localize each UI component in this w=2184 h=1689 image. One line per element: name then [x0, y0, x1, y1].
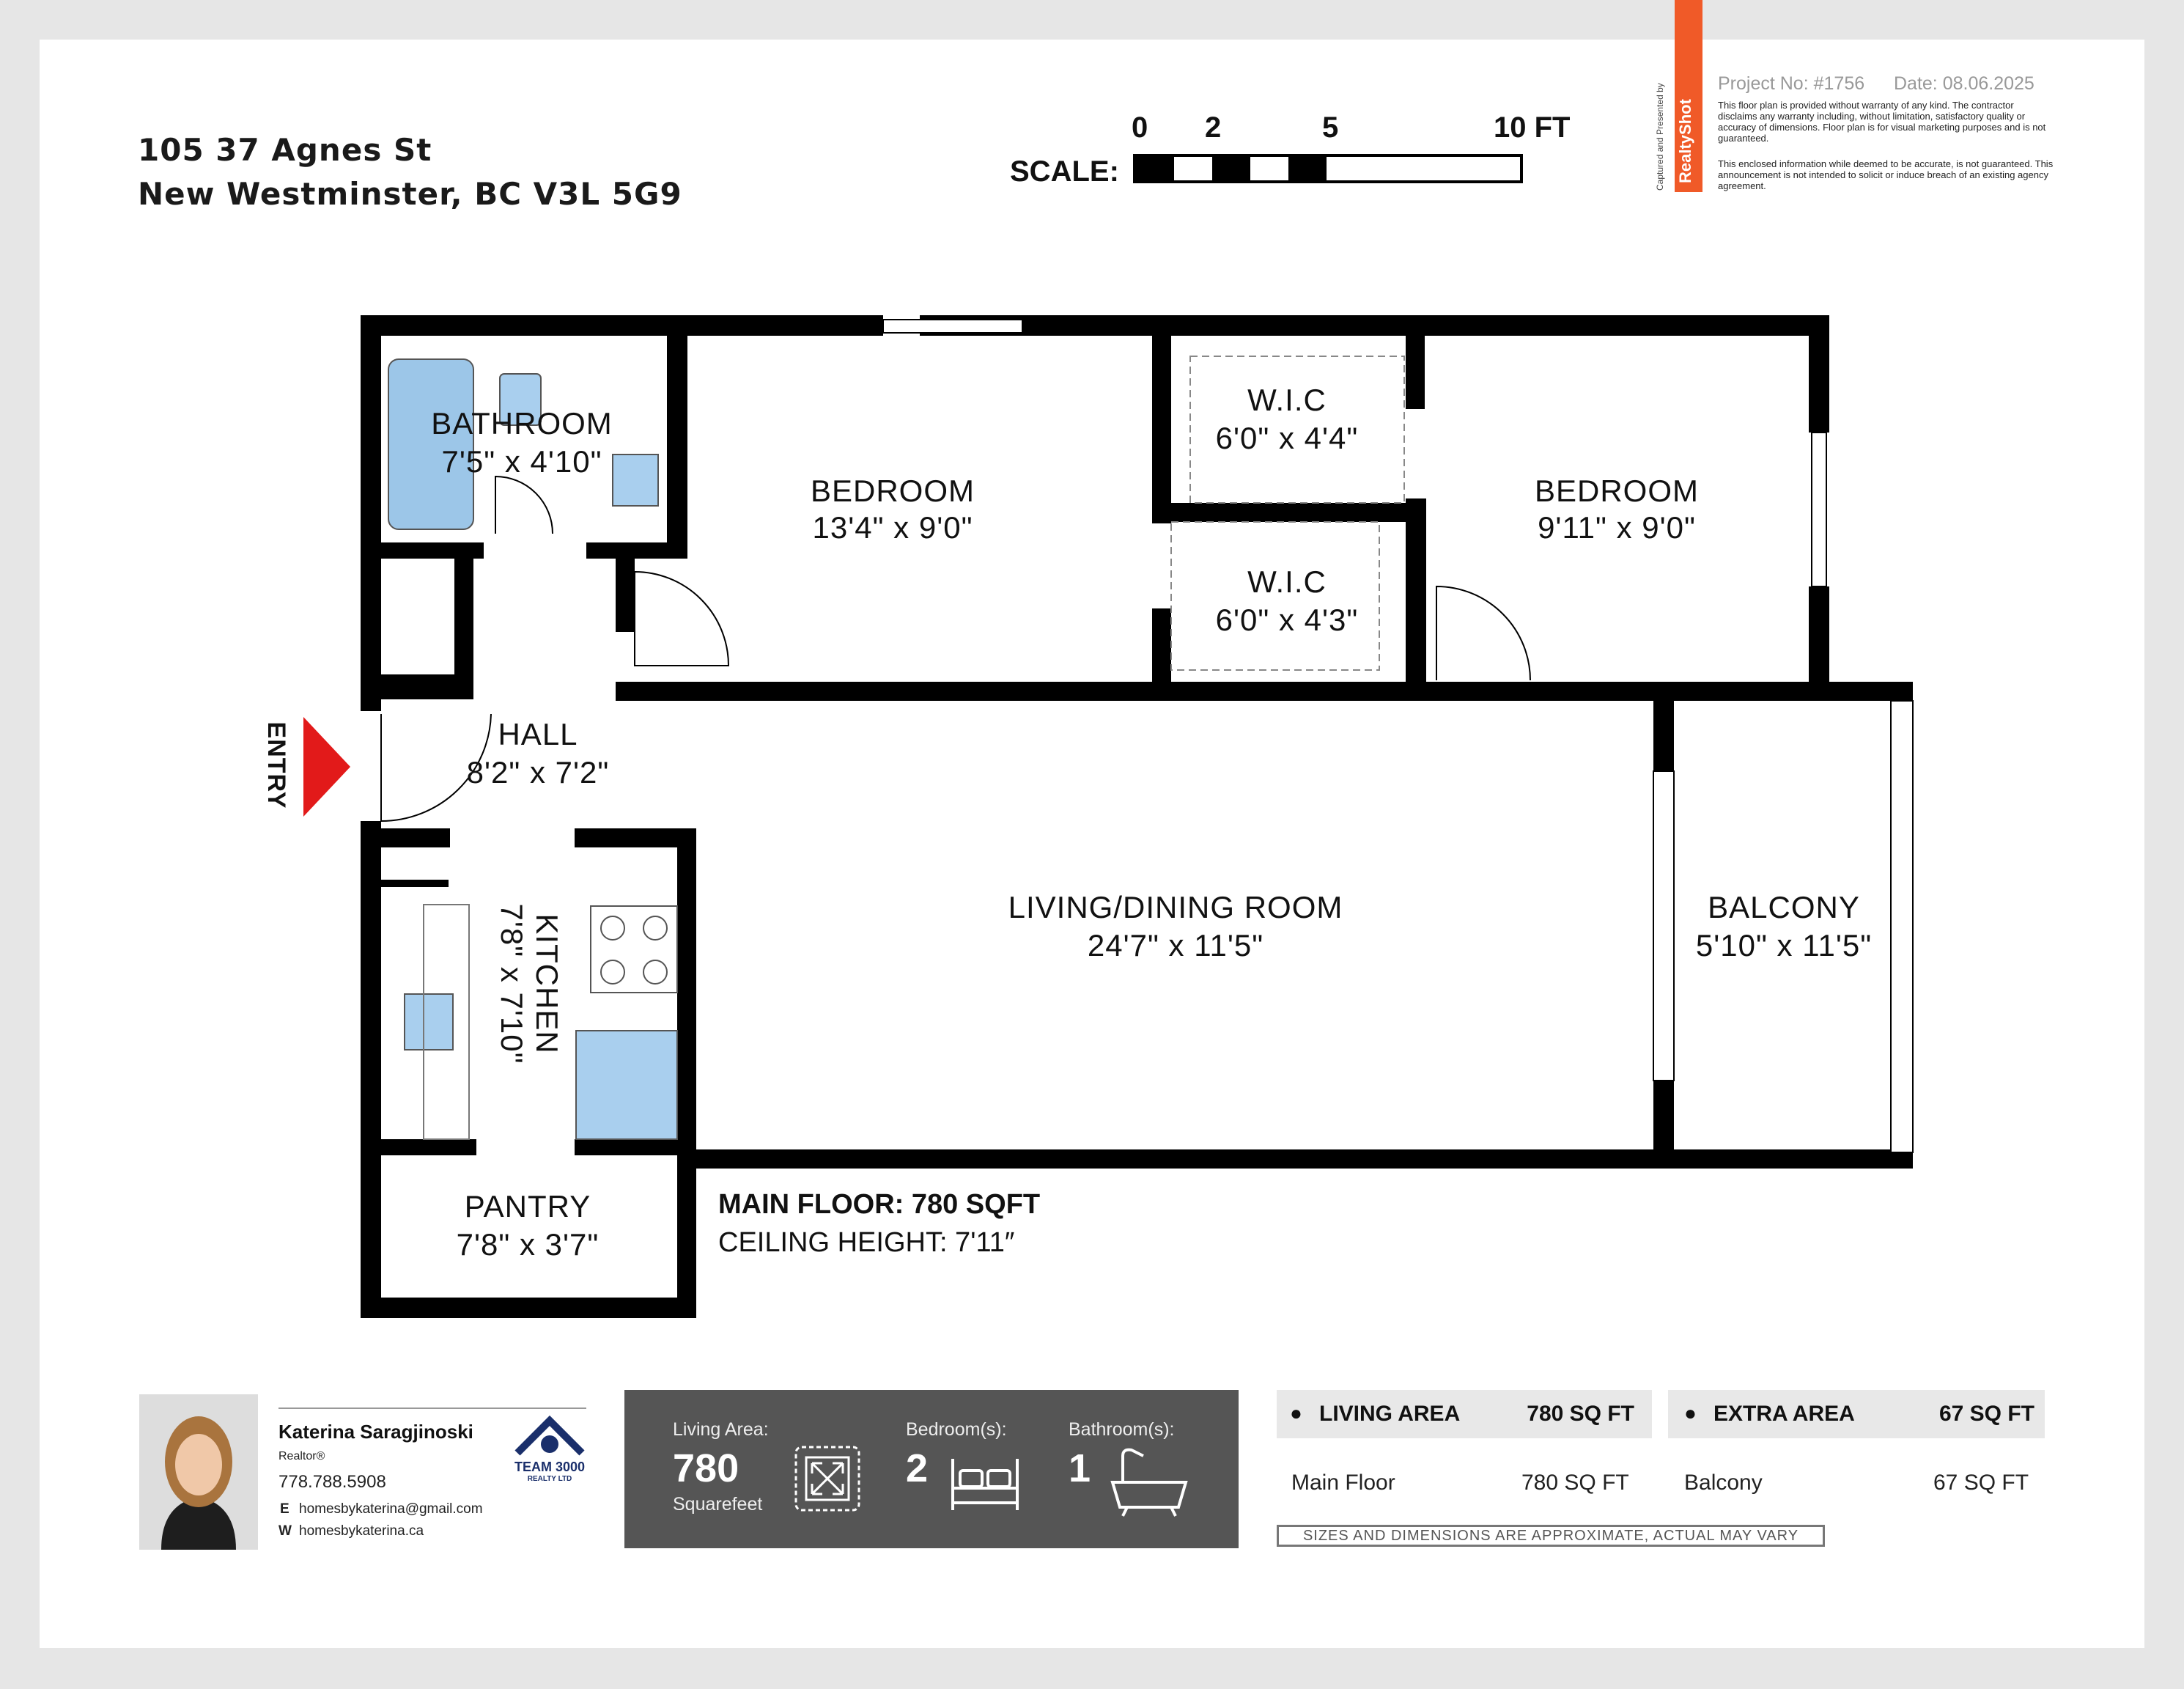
entry-door: [380, 713, 492, 823]
living-area-head: LIVING AREA: [1319, 1402, 1461, 1426]
burner-4: [643, 960, 668, 985]
stats-panel: Living Area: 780 Squarefeet Bedroom(s): …: [624, 1390, 1239, 1548]
area-expand-icon: [794, 1446, 860, 1512]
balcony-name: BALCONY: [1708, 890, 1860, 924]
stove: [590, 905, 678, 993]
scale-tick-0: 0: [1132, 111, 1148, 144]
wic1-dims: 6'0" x 4'4": [1216, 421, 1359, 455]
project-date: Date: 08.06.2025: [1894, 73, 2034, 94]
disclaimer-2: This enclosed information while deemed t…: [1718, 158, 2054, 191]
kitchen-counter: [423, 904, 470, 1140]
scale-bar: [1133, 154, 1523, 183]
address-line2: New Westminster, BC V3L 5G9: [138, 176, 682, 212]
agent-email[interactable]: homesbykaterina@gmail.com: [299, 1501, 483, 1517]
agent-title: Realtor®: [278, 1450, 325, 1462]
scale-tick-5: 5: [1322, 111, 1339, 144]
agent-name: Katerina Saragjinoski: [278, 1421, 473, 1443]
wic2-closet: [1170, 521, 1380, 671]
main-floor-value: 780 SQ FT: [1521, 1471, 1629, 1495]
living-dims: 24'7" x 11'5": [1088, 928, 1263, 963]
disclaimer-1: This floor plan is provided without warr…: [1718, 100, 2046, 144]
extra-area-head: EXTRA AREA: [1713, 1402, 1855, 1426]
bathrooms-value: 1: [1069, 1446, 1091, 1490]
pantry-dims: 7'8" x 3'7": [457, 1227, 600, 1262]
extra-area-header: ● EXTRA AREA 67 SQ FT: [1668, 1390, 2045, 1438]
bullet-icon: ●: [1684, 1402, 1697, 1424]
balcony-railing: [1890, 700, 1914, 1153]
balcony-dims: 5'10" x 11'5": [1696, 928, 1872, 963]
brokerage-name: TEAM 3000: [514, 1460, 586, 1474]
extra-area-total: 67 SQ FT: [1938, 1402, 2034, 1426]
entry-label: ENTRY: [262, 722, 290, 809]
agent-photo: [139, 1394, 258, 1550]
bedroom1-name: BEDROOM: [811, 474, 975, 508]
agent-email-label: E: [280, 1501, 289, 1517]
bathroom-dims: 7'5" x 4'10": [442, 444, 602, 479]
bedrooms-value: 2: [906, 1446, 929, 1490]
brokerage-sub: REALTY LTD: [527, 1475, 572, 1483]
wic1-name: W.I.C: [1247, 383, 1327, 417]
pantry-name: PANTRY: [465, 1189, 591, 1223]
bedroom1-dims: 13'4" x 9'0": [813, 510, 973, 545]
walls: [361, 315, 1913, 1318]
scale-tick-2: 2: [1205, 111, 1222, 144]
address-line1: 105 37 Agnes St: [138, 132, 432, 168]
hall-dims: 8'2" x 7'2": [467, 755, 610, 790]
bathroom-sink: [612, 454, 659, 507]
floor-summary: MAIN FLOOR: 780 SQFT: [718, 1189, 1041, 1220]
bed-icon: [951, 1459, 1019, 1510]
living-area-value: 780: [673, 1446, 739, 1490]
bedroom2-dims: 9'11" x 9'0": [1538, 510, 1696, 545]
agent-web[interactable]: homesbykaterina.ca: [299, 1523, 424, 1539]
bathtub: [388, 358, 474, 530]
balcony-area-name: Balcony: [1684, 1471, 1763, 1495]
wic2-name: W.I.C: [1247, 564, 1327, 599]
wic1-closet: [1189, 356, 1405, 504]
bedrooms-label: Bedroom(s):: [906, 1419, 1007, 1440]
living-area-header: ● LIVING AREA 780 SQ FT: [1277, 1390, 1652, 1438]
bullet-icon: ●: [1290, 1402, 1302, 1424]
window-bedroom1: [882, 319, 1023, 334]
scale-label: SCALE:: [1010, 155, 1119, 188]
kitchen-name: KITCHEN: [530, 913, 564, 1053]
kitchen-dims: 7'8" x 7'10": [495, 904, 529, 1064]
burner-1: [600, 916, 625, 941]
sliding-door-balcony: [1653, 770, 1675, 1081]
agent-divider: [278, 1408, 586, 1409]
bedroom2-name: BEDROOM: [1535, 474, 1699, 508]
brokerage-logo: TEAM 3000 REALTY LTD: [513, 1415, 586, 1483]
living-area-total: 780 SQ FT: [1527, 1402, 1634, 1426]
bathroom-name: BATHROOM: [431, 406, 613, 441]
kitchen-sink: [404, 993, 454, 1050]
scale-tick-10: 10 FT: [1494, 111, 1571, 144]
project-number: Project No: #1756: [1718, 73, 1865, 94]
brand-strip: [1675, 0, 1702, 192]
bathroom-door: [495, 475, 553, 534]
window-bedroom2: [1811, 432, 1827, 587]
burner-3: [600, 960, 625, 985]
bedroom1-door: [634, 570, 730, 666]
ceiling-height: CEILING HEIGHT: 7'11″: [718, 1227, 1015, 1258]
bedroom2-door: [1436, 585, 1531, 681]
wic2-dims: 6'0" x 4'3": [1216, 603, 1359, 637]
approx-note: SIZES AND DIMENSIONS ARE APPROXIMATE, AC…: [1277, 1525, 1825, 1547]
balcony-area-value: 67 SQ FT: [1933, 1471, 2029, 1495]
entry-arrow-icon: [303, 717, 350, 817]
living-area-unit: Squarefeet: [673, 1494, 763, 1515]
fridge: [575, 1030, 678, 1140]
bathtub-icon: [1110, 1448, 1188, 1517]
living-name: LIVING/DINING ROOM: [1008, 890, 1343, 924]
bathrooms-label: Bathroom(s):: [1069, 1419, 1175, 1440]
toilet: [499, 373, 542, 426]
main-floor-name: Main Floor: [1291, 1471, 1395, 1495]
burner-2: [643, 916, 668, 941]
agent-phone: 778.788.5908: [278, 1472, 386, 1492]
living-area-label: Living Area:: [673, 1419, 769, 1440]
hall-name: HALL: [498, 717, 578, 751]
agent-web-label: W: [278, 1523, 292, 1539]
